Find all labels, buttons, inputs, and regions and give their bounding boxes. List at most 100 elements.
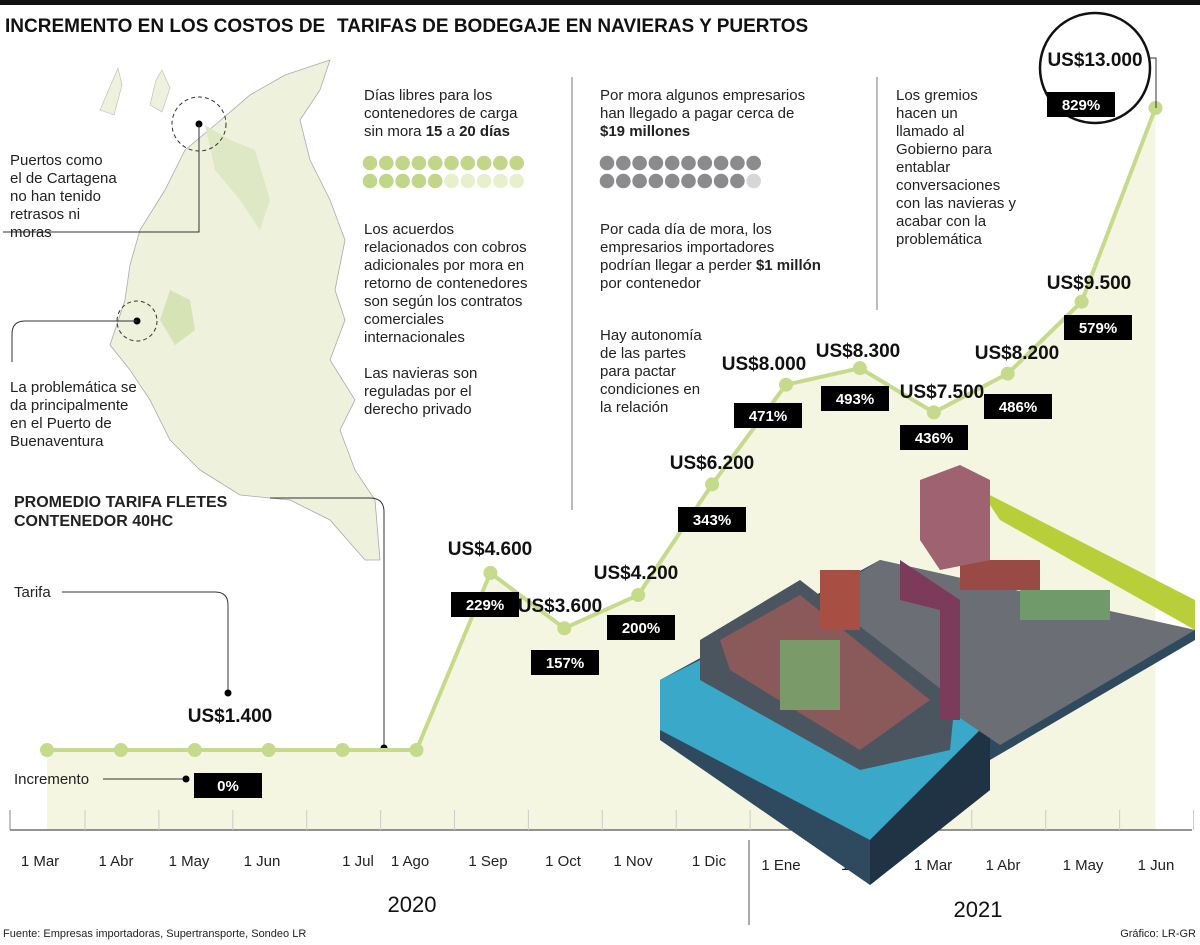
dot bbox=[411, 155, 427, 171]
free-days-note: Días libres para los contenedores de car… bbox=[364, 87, 522, 140]
increment-label: 493% bbox=[836, 391, 874, 408]
per-day-note: Por cada día de mora, los empresarios im… bbox=[600, 221, 825, 292]
x-tick-label: 1 Jun bbox=[244, 853, 281, 870]
dot bbox=[648, 173, 664, 189]
dot bbox=[730, 173, 745, 189]
data-point bbox=[187, 743, 202, 757]
increment-label: 486% bbox=[999, 399, 1037, 416]
mora-dots bbox=[599, 155, 761, 189]
dot bbox=[395, 155, 410, 171]
source: Fuente: Empresas importadoras, Supertran… bbox=[3, 928, 306, 940]
dot bbox=[427, 155, 443, 171]
credit: Gráfico: LR-GR bbox=[1120, 928, 1196, 940]
x-tick-label: 1 Oct bbox=[545, 853, 582, 870]
dot bbox=[681, 173, 696, 189]
dot bbox=[460, 173, 476, 189]
legend-incremento: Incremento bbox=[14, 771, 89, 788]
dot bbox=[476, 155, 492, 171]
data-point bbox=[483, 565, 498, 580]
increment-box bbox=[734, 403, 802, 428]
dot bbox=[681, 155, 696, 171]
legend-tarifa: Tarifa bbox=[14, 584, 51, 601]
dot bbox=[379, 173, 394, 189]
increment-box bbox=[1047, 92, 1115, 117]
data-point bbox=[926, 405, 941, 420]
buenaventura-marker bbox=[116, 300, 158, 342]
increment-box bbox=[607, 615, 675, 640]
increment-box bbox=[194, 773, 262, 798]
dot bbox=[493, 155, 508, 171]
dot bbox=[379, 155, 394, 171]
title-right: TARIFAS DE BODEGAJE EN NAVIERAS Y PUERTO… bbox=[337, 16, 808, 37]
increment-label: 229% bbox=[466, 597, 504, 614]
value-label: US$6.200 bbox=[670, 453, 755, 474]
x-tick-label: 1 Mar bbox=[914, 857, 952, 874]
title-left: INCREMENTO EN LOS COSTOS DE bbox=[5, 16, 325, 37]
increment-label: 436% bbox=[915, 430, 953, 447]
dot bbox=[509, 173, 524, 189]
dot bbox=[616, 155, 631, 171]
x-tick-label: 1 Jul bbox=[342, 853, 374, 870]
x-tick-label: 1 Dic bbox=[692, 853, 727, 870]
value-label: US$4.200 bbox=[594, 563, 679, 584]
dot bbox=[664, 155, 680, 171]
dot bbox=[444, 173, 459, 189]
dot bbox=[493, 173, 508, 189]
dot bbox=[713, 155, 729, 171]
data-point bbox=[705, 477, 720, 492]
data-point bbox=[40, 743, 54, 757]
increment-box bbox=[900, 425, 968, 450]
increment-label: 200% bbox=[622, 620, 660, 637]
data-point bbox=[261, 743, 276, 757]
increment-label: 471% bbox=[749, 408, 787, 425]
value-label: US$13.000 bbox=[1047, 50, 1142, 71]
increment-box bbox=[984, 394, 1052, 419]
value-label: US$4.600 bbox=[448, 539, 533, 560]
dot bbox=[713, 173, 729, 189]
x-tick-label: 1 Ene bbox=[761, 857, 800, 874]
x-tick-label: 1 Nov bbox=[613, 853, 653, 870]
x-tick-label: 1 Jun bbox=[1138, 857, 1175, 874]
data-point bbox=[852, 361, 867, 376]
value-label: US$8.200 bbox=[975, 343, 1060, 364]
dot bbox=[476, 173, 492, 189]
agreements-note: Los acuerdos relacionados con cobros adi… bbox=[364, 221, 532, 346]
data-point bbox=[113, 743, 128, 757]
x-tick-label: 1 Abr bbox=[98, 853, 133, 870]
x-tick-label: 1 Mar bbox=[21, 853, 59, 870]
dot bbox=[362, 155, 378, 171]
increment-box bbox=[1064, 315, 1132, 340]
dot bbox=[746, 155, 761, 171]
dot bbox=[362, 173, 378, 189]
autonomy-note: Hay autonomía de las partes para pactar … bbox=[600, 327, 706, 416]
x-tick-label: 1 May bbox=[169, 853, 210, 870]
dot bbox=[632, 173, 647, 189]
mora-note: Por mora algunos empresarios han llegado… bbox=[600, 87, 809, 140]
data-point bbox=[557, 621, 572, 636]
dot bbox=[632, 155, 647, 171]
data-point bbox=[1074, 294, 1089, 309]
increment-label: 157% bbox=[546, 655, 584, 672]
x-tick-label: 1 May bbox=[1063, 857, 1104, 874]
value-label: US$8.000 bbox=[722, 354, 807, 375]
x-tick-label: 1 Sep bbox=[468, 853, 507, 870]
dot bbox=[444, 155, 459, 171]
increment-label: 0% bbox=[217, 778, 239, 795]
value-label: US$9.500 bbox=[1047, 273, 1132, 294]
increment-box bbox=[451, 592, 519, 617]
data-point bbox=[335, 743, 350, 757]
navieras-note: Las navieras son reguladas por el derech… bbox=[364, 365, 482, 418]
x-tick-label: 1 Abr bbox=[985, 857, 1020, 874]
free-days-dots bbox=[362, 155, 524, 189]
dot bbox=[664, 173, 680, 189]
chart-label: PROMEDIO TARIFA FLETES CONTENEDOR 40HC bbox=[14, 494, 232, 530]
value-label: US$3.600 bbox=[518, 596, 603, 617]
value-label: US$7.500 bbox=[900, 382, 985, 403]
value-label: US$1.400 bbox=[188, 706, 273, 727]
dot bbox=[697, 173, 713, 189]
dot bbox=[599, 155, 615, 171]
dot bbox=[697, 155, 713, 171]
value-label: US$8.300 bbox=[816, 341, 901, 362]
data-point bbox=[409, 743, 424, 757]
cartagena-note: Puertos como el de Cartagena no han teni… bbox=[10, 152, 121, 241]
